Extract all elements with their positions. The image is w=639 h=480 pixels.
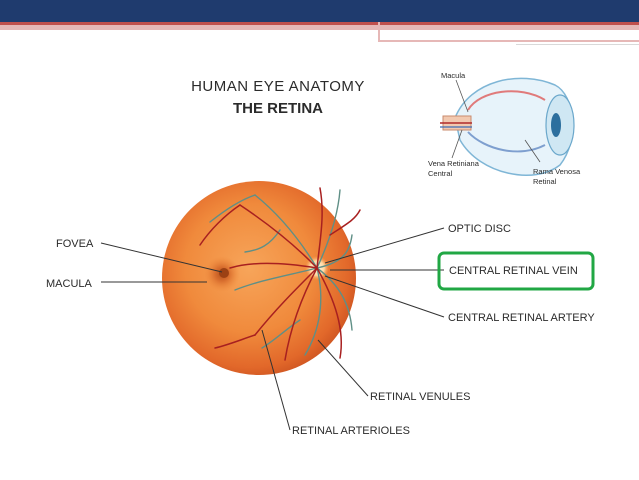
leader-lines	[100, 227, 445, 431]
inset-eye-cross-section	[440, 77, 575, 176]
inset-label-vena-retiniana-line1: Vena Retiniana	[428, 159, 480, 168]
label-macula: MACULA	[46, 278, 93, 290]
header-corner-decoration	[378, 22, 639, 42]
retina-circle	[162, 181, 356, 375]
retinal-veins	[209, 189, 353, 356]
inset-label-rama-venosa-line2: Retinal	[533, 177, 557, 186]
retinal-arteries	[199, 187, 361, 361]
highlight-box	[437, 251, 595, 291]
header-bar	[0, 0, 639, 22]
inset-label-macula: Macula	[441, 71, 466, 80]
label-retinal-arterioles: RETINAL ARTERIOLES	[292, 425, 410, 437]
label-central-retinal-artery: CENTRAL RETINAL ARTERY	[448, 312, 595, 324]
label-central-retinal-vein: CENTRAL RETINAL VEIN	[449, 265, 578, 277]
header-rule	[516, 44, 639, 45]
label-retinal-venules: RETINAL VENULES	[370, 391, 470, 403]
fovea-spot	[219, 268, 229, 278]
header-accent-line	[0, 22, 639, 25]
diagram-subtitle: THE RETINA	[233, 100, 323, 117]
inset-label-rama-venosa-line1: Rama Venosa	[533, 167, 581, 176]
inset-label-vena-retiniana-line2: Central	[428, 169, 453, 178]
label-optic-disc: OPTIC DISC	[448, 223, 511, 235]
label-fovea: FOVEA	[56, 238, 94, 250]
header-accent-strip	[0, 25, 639, 30]
diagram-title: HUMAN EYE ANATOMY	[191, 78, 365, 95]
